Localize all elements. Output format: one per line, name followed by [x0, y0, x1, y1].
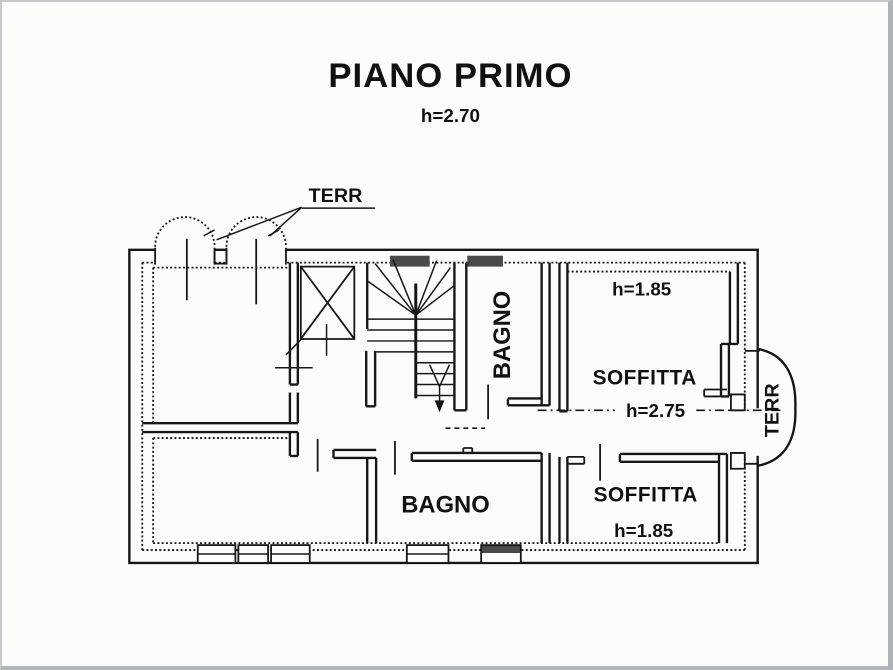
room-bathroom-upper: BAGNO — [487, 262, 551, 420]
terrace-right-label: TERR — [761, 383, 783, 437]
bathroom-upper-label: BAGNO — [489, 291, 516, 379]
terrace-top-callout: TERR — [216, 185, 376, 241]
exterior-walls — [128, 248, 759, 565]
stair-direction-arrow — [428, 364, 451, 413]
staircase — [365, 259, 486, 429]
corridor-height-callout: h=2.75 — [537, 400, 781, 421]
room-upper-left — [152, 262, 313, 424]
balcony-right: TERR — [730, 347, 797, 470]
room-attic-upper: h=1.85 SOFFITTA — [558, 262, 740, 413]
attic-lower-label: SOFFITTA — [594, 483, 698, 506]
floor-height-note: h=2.70 — [421, 105, 480, 126]
corridor-height: h=2.75 — [626, 400, 685, 421]
rooms-lower-left — [142, 422, 377, 544]
page-title: PIANO PRIMO — [328, 57, 572, 95]
flue-boxes — [389, 255, 503, 267]
room-attic-lower: SOFFITTA h=1.85 — [558, 444, 729, 544]
shaft-x-box — [285, 265, 356, 356]
attic-upper-label: SOFFITTA — [593, 367, 697, 390]
attic-lower-height: h=1.85 — [614, 520, 673, 541]
attic-upper-height: h=1.85 — [612, 278, 671, 299]
bathroom-lower-label: BAGNO — [401, 491, 489, 518]
room-bathroom-lower: BAGNO — [366, 441, 551, 544]
terrace-top-label: TERR — [309, 185, 363, 207]
bottom-windows — [196, 544, 522, 564]
